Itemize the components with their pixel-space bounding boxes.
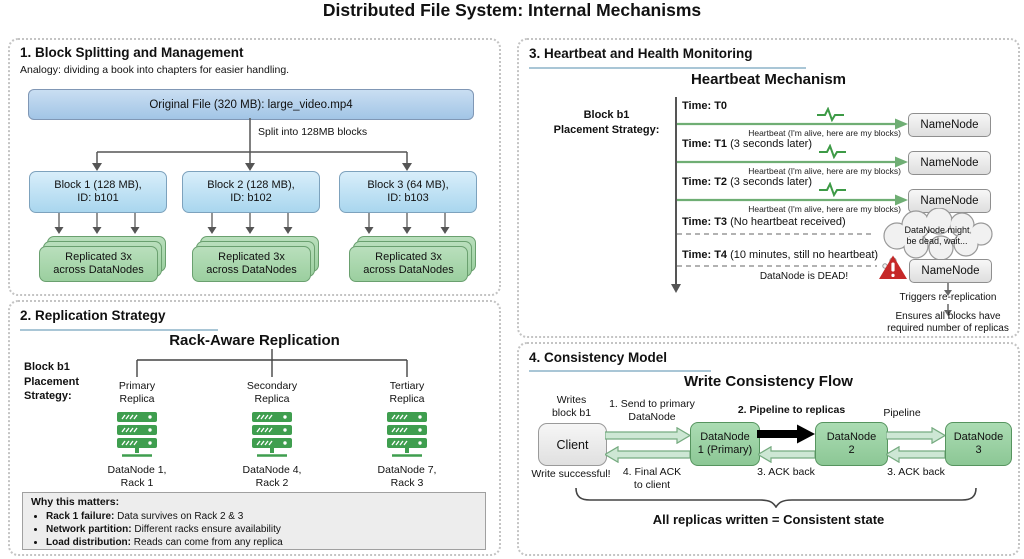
ensures-replicas-label: Ensures all blocks have required number …	[887, 311, 1009, 334]
pipeline-black-arrow-icon	[757, 424, 815, 444]
replica-3-line1: Replicated 3x	[375, 250, 442, 263]
replica-role-secondary: Secondary Replica	[246, 380, 298, 405]
why-this-matters-box: Why this matters: Rack 1 failure: Data s…	[22, 492, 486, 550]
writes-block-label: Writes block b1	[551, 394, 592, 419]
cloud-text: DataNode might be dead, wait...	[904, 225, 970, 246]
pipeline-to-replicas-label: 2. Pipeline to replicas	[737, 404, 846, 416]
replica-1-line1: Replicated 3x	[65, 250, 132, 263]
send-to-primary-label: 1. Send to primary DataNode	[609, 398, 695, 423]
replica-stack-1: Replicated 3x across DataNodes	[39, 236, 166, 284]
replica-stack-2: Replicated 3x across DataNodes	[192, 236, 319, 284]
datanode-1-box: DataNode 1 (Primary)	[690, 422, 760, 466]
ack-back-label-1: 3. ACK back	[757, 466, 815, 478]
block-2-box: Block 2 (128 MB), ID: b102	[182, 171, 320, 213]
block-2-line1: Block 2 (128 MB),	[207, 178, 295, 191]
ack-back-label-2: 3. ACK back	[887, 466, 945, 478]
panel-replication-strategy: 2. Replication Strategy Rack-Aware Repli…	[8, 300, 501, 556]
panel2-side-label: Block b1 Placement Strategy:	[24, 361, 80, 402]
why-bullet-2: Network partition: Different racks ensur…	[46, 523, 477, 536]
server-rack-icon	[387, 412, 427, 457]
replica-1-line2: across DataNodes	[53, 264, 144, 276]
original-file-box: Original File (320 MB): large_video.mp4	[28, 89, 474, 120]
ack-arrow-1-icon	[758, 446, 815, 463]
panel-block-splitting: 1. Block Splitting and Management Analog…	[8, 38, 501, 296]
panel3-side-label: Block b1 Placement Strategy:	[553, 109, 660, 136]
replica-2-line1: Replicated 3x	[218, 250, 285, 263]
send-arrow-icon	[605, 427, 690, 444]
heartbeat-note-t1: Heartbeat (I'm alive, here are my blocks…	[748, 166, 901, 176]
block-2-line2: ID: b102	[230, 192, 272, 204]
panel2-heading: 2. Replication Strategy	[20, 308, 166, 323]
page-title: Distributed File System: Internal Mechan…	[322, 0, 702, 20]
why-heading: Why this matters:	[31, 496, 120, 508]
server-rack-icon	[252, 412, 292, 457]
block-3-line1: Block 3 (64 MB),	[367, 178, 449, 191]
namenode-box-t1: NameNode	[908, 151, 991, 175]
split-label: Split into 128MB blocks	[258, 126, 368, 138]
block-3-line2: ID: b103	[387, 192, 429, 204]
heartbeat-pulse-icon	[819, 144, 846, 159]
panel1-heading: 1. Block Splitting and Management	[20, 45, 244, 60]
namenode-box-t4: NameNode	[909, 259, 992, 283]
heartbeat-note-t4: DataNode is DEAD!	[759, 271, 849, 282]
ack-arrow-2-icon	[886, 446, 945, 463]
heartbeat-note-t0: Heartbeat (I'm alive, here are my blocks…	[748, 128, 901, 138]
panel2-title: Rack-Aware Replication	[169, 332, 340, 349]
block-1-line1: Block 1 (128 MB),	[54, 178, 142, 191]
final-ack-arrow-icon	[605, 446, 690, 463]
panel4-underline	[529, 370, 711, 372]
heartbeat-row-t2-label: Time: T2 (3 seconds later)	[682, 176, 813, 188]
block-1-box: Block 1 (128 MB), ID: b101	[29, 171, 167, 213]
final-ack-label: 4. Final ACK to client	[622, 466, 682, 491]
client-box: Client	[538, 423, 607, 466]
replica-node-3-label: DataNode 7, Rack 3	[377, 464, 437, 489]
write-successful-label: Write successful!	[531, 468, 611, 480]
why-bullet-3: Load distribution: Reads can come from a…	[46, 536, 477, 549]
consistent-state-label: All replicas written = Consistent state	[652, 512, 885, 527]
heartbeat-pulse-icon	[819, 182, 846, 197]
panel1-subtitle: Analogy: dividing a book into chapters f…	[20, 64, 290, 76]
panel3-underline	[529, 67, 806, 69]
block-3-box: Block 3 (64 MB), ID: b103	[339, 171, 477, 213]
datanode-2-box: DataNode 2	[815, 422, 888, 466]
replica-node-1-label: DataNode 1, Rack 1	[107, 464, 167, 489]
heartbeat-note-t2: Heartbeat (I'm alive, here are my blocks…	[748, 204, 901, 214]
heartbeat-row-t3-label: Time: T3 (No heartbeat received)	[682, 216, 846, 228]
heartbeat-pulse-icon	[817, 107, 844, 122]
warning-icon	[879, 255, 907, 279]
panel4-heading: 4. Consistency Model	[529, 350, 668, 365]
replica-role-primary: Primary Replica	[118, 380, 156, 405]
panel-consistency-model: 4. Consistency Model Write Consistency F…	[517, 342, 1020, 556]
namenode-box-t0: NameNode	[908, 113, 991, 137]
heartbeat-row-t0-label: Time: T0	[682, 100, 728, 112]
replica-2-line2: across DataNodes	[206, 264, 297, 276]
original-file-label: Original File (320 MB): large_video.mp4	[149, 98, 353, 111]
replica-stack-3: Replicated 3x across DataNodes	[349, 236, 476, 284]
replica-role-tertiary: Tertiary Replica	[389, 380, 425, 405]
datanode-3-box: DataNode 3	[945, 422, 1012, 466]
replica-3-line2: across DataNodes	[363, 264, 454, 276]
server-rack-icon	[117, 412, 157, 457]
why-bullet-list: Rack 1 failure: Data survives on Rack 2 …	[31, 510, 477, 549]
panel-heartbeat-monitoring: 3. Heartbeat and Health Monitoring Heart…	[517, 38, 1020, 338]
triggers-rereplication-label: Triggers re-replication	[899, 292, 997, 303]
why-bullet-1: Rack 1 failure: Data survives on Rack 2 …	[46, 510, 477, 523]
panel3-heading: 3. Heartbeat and Health Monitoring	[529, 46, 753, 61]
panel2-underline	[20, 329, 218, 331]
panel3-title: Heartbeat Mechanism	[690, 71, 847, 88]
pipeline-arrow-icon	[886, 427, 945, 444]
heartbeat-row-t4-label: Time: T4 (10 minutes, still no heartbeat…	[682, 249, 879, 261]
pipeline-label: Pipeline	[883, 407, 921, 419]
block-1-line2: ID: b101	[77, 192, 119, 204]
heartbeat-row-t1-label: Time: T1 (3 seconds later)	[682, 138, 813, 150]
panel4-title: Write Consistency Flow	[684, 373, 853, 390]
brace-icon	[575, 488, 977, 508]
replica-node-2-label: DataNode 4, Rack 2	[242, 464, 302, 489]
